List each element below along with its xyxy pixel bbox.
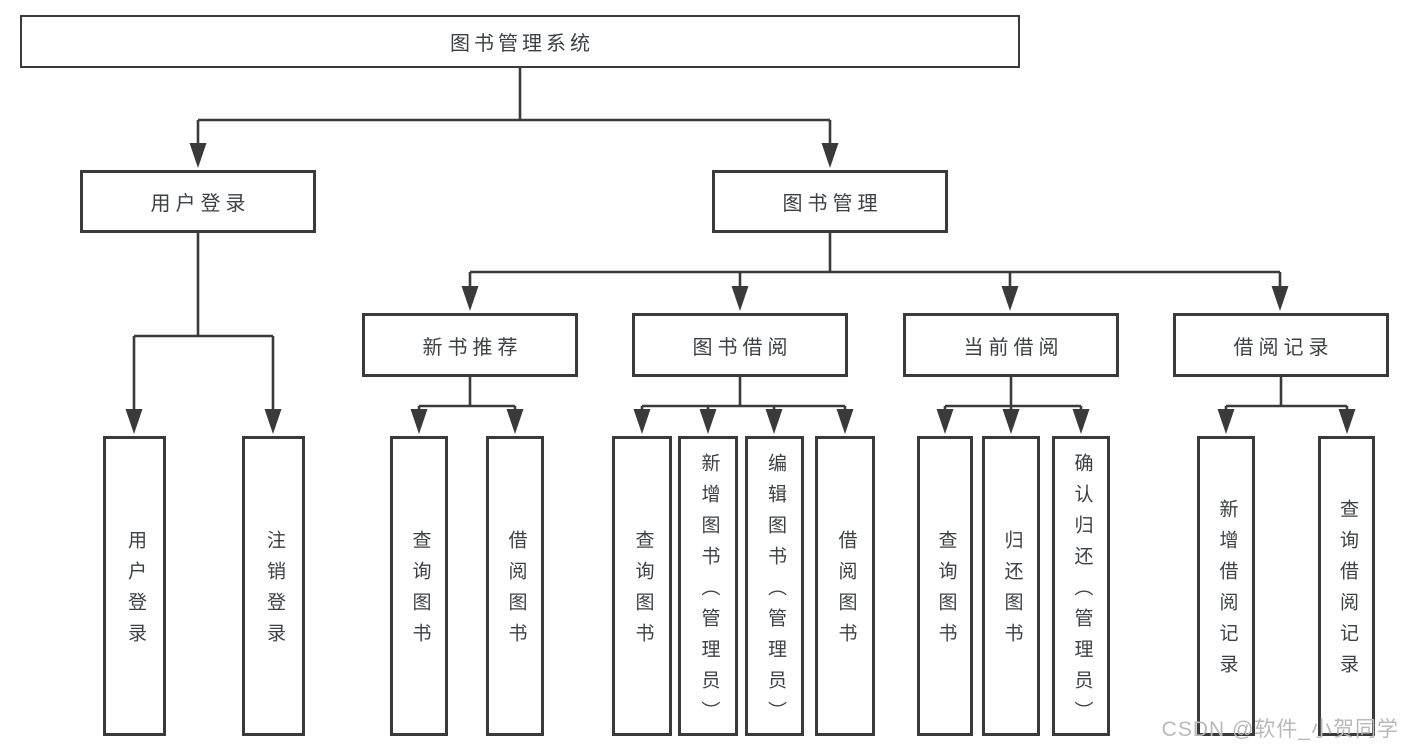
node-label: 查询图书 (935, 530, 957, 654)
leaf-borrow-books-recommend: 借阅图书 (486, 436, 544, 736)
node-library-management-system: 图书管理系统 (20, 15, 1020, 68)
node-label: 当前借阅 (963, 336, 1064, 359)
node-current-borrowing: 当前借阅 (903, 313, 1119, 377)
node-label: 用户登录 (150, 193, 251, 215)
leaf-query-books-borrowing: 查询图书 (612, 436, 672, 736)
node-label: 新增图书（管理员） (698, 452, 720, 732)
node-label: 归还图书 (1001, 530, 1023, 654)
node-user-login: 用户登录 (80, 170, 316, 233)
csdn-watermark: CSDN @软件_小贺同学 (1161, 718, 1399, 741)
node-book-borrowing: 图书借阅 (632, 313, 848, 377)
node-borrowing-records: 借阅记录 (1173, 313, 1389, 377)
node-book-management: 图书管理 (712, 170, 948, 233)
node-label: 确认归还（管理员） (1071, 452, 1093, 732)
node-label: 用户登录 (124, 530, 146, 654)
leaf-query-books-recommend: 查询图书 (390, 436, 448, 736)
node-label: 注销登录 (263, 530, 285, 654)
node-label: 借阅图书 (835, 530, 857, 654)
node-label: 图书管理 (782, 193, 883, 215)
node-label: 查询图书 (632, 530, 654, 654)
leaf-logout: 注销登录 (242, 436, 305, 736)
node-new-book-recommendation: 新书推荐 (362, 313, 578, 377)
node-label: 图书管理系统 (450, 33, 594, 55)
node-label: 编辑图书（管理员） (764, 452, 786, 732)
leaf-add-books-admin: 新增图书（管理员） (678, 436, 738, 736)
leaf-query-borrow-record: 查询借阅记录 (1318, 436, 1375, 736)
node-label: 新书推荐 (422, 336, 523, 359)
node-label: 借阅记录 (1233, 336, 1334, 359)
leaf-borrow-books-borrowing: 借阅图书 (815, 436, 875, 736)
leaf-add-borrow-record: 新增借阅记录 (1197, 436, 1255, 736)
leaf-user-login: 用户登录 (103, 436, 166, 736)
leaf-query-books-current: 查询图书 (917, 436, 973, 736)
node-label: 新增借阅记录 (1216, 499, 1238, 685)
leaf-edit-books-admin: 编辑图书（管理员） (745, 436, 804, 736)
leaf-return-books: 归还图书 (982, 436, 1040, 736)
leaf-confirm-return-admin: 确认归还（管理员） (1052, 436, 1110, 736)
node-label: 图书借阅 (692, 336, 793, 359)
node-label: 借阅图书 (505, 530, 527, 654)
node-label: 查询图书 (409, 530, 431, 654)
node-label: 查询借阅记录 (1336, 499, 1358, 685)
